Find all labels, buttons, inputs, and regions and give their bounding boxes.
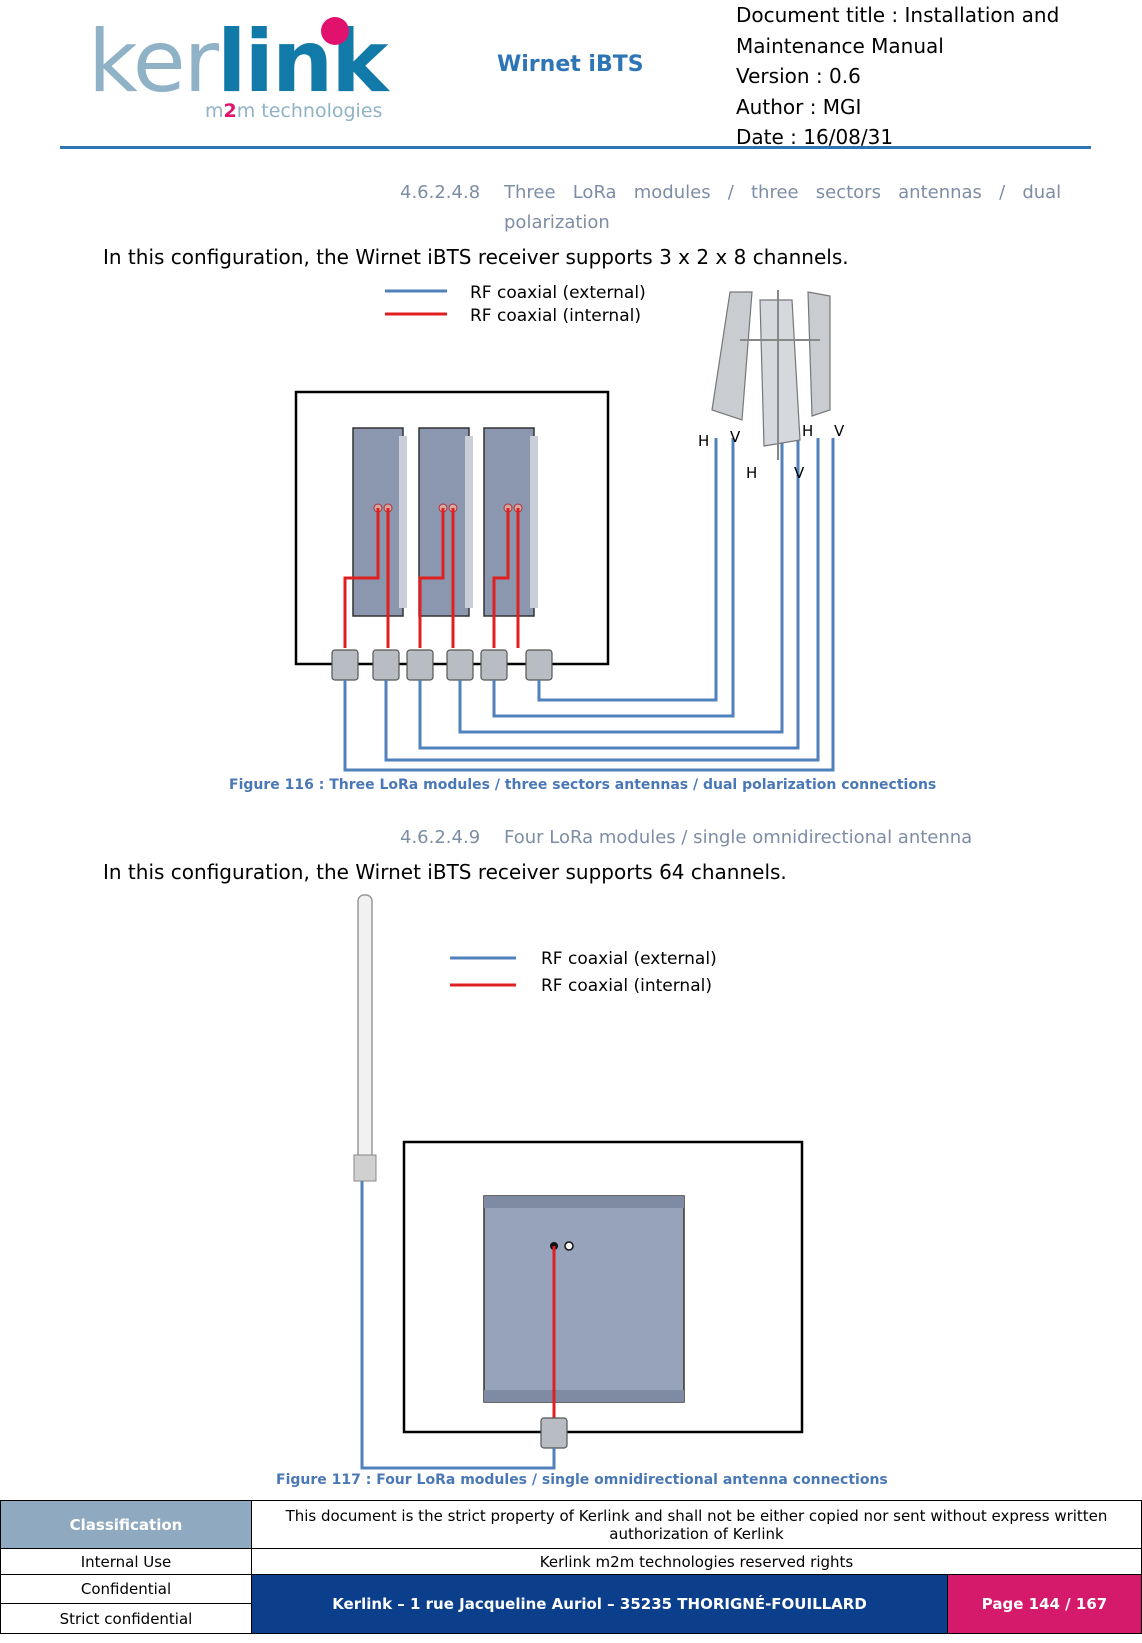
header-divider (60, 146, 1091, 149)
figure-116-diagram: RF coaxial (external) RF coaxial (intern… (294, 283, 845, 772)
document-info: Document title : Installation and Mainte… (736, 0, 1059, 153)
logo-emblem-icon (321, 17, 349, 45)
classification-label: Classification (0, 1500, 252, 1549)
figure-117-diagram: RF coaxial (external) RF coaxial (intern… (353, 894, 804, 1470)
logo-ker: ker (88, 12, 219, 112)
internal-cables (343, 508, 520, 648)
port-label-h1: H (698, 432, 709, 450)
legend-external-label: RF coaxial (external) (470, 283, 646, 303)
figure-117-caption: Figure 117 : Four LoRa modules / single … (276, 1472, 888, 1488)
logo-wordmark: kerlink (88, 12, 388, 112)
footer-table: Classification This document is the stri… (0, 1500, 1142, 1634)
legend-internal-label: RF coaxial (internal) (541, 976, 712, 996)
logo-tagline: m2m technologies (205, 100, 382, 122)
doc-author: Author : MGI (736, 94, 862, 119)
lora-module-2 (418, 427, 473, 617)
confidential-label: Confidential (0, 1574, 252, 1604)
section-title: Four LoRa modules / single omnidirection… (504, 827, 973, 848)
port-label-h3: H (802, 422, 813, 440)
doc-version: Version : 0.6 (736, 64, 861, 88)
doc-title-line1: Document title : Installation and (736, 3, 1060, 27)
four-lora-modules (483, 1195, 685, 1403)
section2-paragraph: In this configuration, the Wirnet iBTS r… (103, 860, 787, 884)
strict-confidential-label: Strict confidential (0, 1603, 252, 1634)
section-title-line2: polarization (504, 212, 610, 233)
section1-paragraph: In this configuration, the Wirnet iBTS r… (103, 245, 849, 269)
port-label-v1: V (730, 428, 741, 446)
legend-internal-label: RF coaxial (internal) (470, 306, 641, 326)
rights-notice: Kerlink m2m technologies reserved rights (251, 1548, 1142, 1575)
ownership-notice: This document is the strict property of … (251, 1500, 1142, 1549)
lora-module-1 (352, 427, 407, 617)
n-connector (540, 1417, 568, 1449)
logo-link: link (217, 12, 388, 112)
internal-use-label: Internal Use (0, 1548, 252, 1575)
lora-module-3 (483, 427, 538, 617)
page-number: Page 144 / 167 (947, 1574, 1142, 1634)
port-label-v3: V (834, 422, 845, 440)
logo-tag-rest: m technologies (236, 100, 383, 122)
figure-116-caption: Figure 116 : Three LoRa modules / three … (229, 777, 937, 793)
enclosure-box (402, 1140, 804, 1434)
three-sector-antenna-icon (711, 290, 831, 460)
port-label-h2: H (746, 464, 757, 482)
port-label-v2: V (794, 464, 805, 482)
section-title-line1: Three LoRa modules / three sectors anten… (504, 182, 1062, 203)
section-number: 4.6.2.4.9 (400, 827, 481, 848)
omnidirectional-antenna-icon (353, 894, 377, 1182)
external-cables (343, 438, 835, 772)
section-number: 4.6.2.4.8 (400, 182, 481, 203)
antenna-port-labels: H V H V H V (698, 422, 845, 482)
logo-tag-m: m (205, 100, 224, 122)
doc-date: Date : 16/08/31 (736, 125, 894, 149)
legend-external-label: RF coaxial (external) (541, 949, 717, 969)
logo-tag-2: 2 (223, 100, 237, 122)
company-address: Kerlink – 1 rue Jacqueline Auriol – 3523… (251, 1574, 948, 1634)
product-name: Wirnet iBTS (497, 52, 644, 77)
external-cable (360, 1181, 556, 1470)
doc-title-line2: Maintenance Manual (736, 33, 944, 58)
kerlink-logo: kerlink m2m technologies (88, 14, 388, 126)
